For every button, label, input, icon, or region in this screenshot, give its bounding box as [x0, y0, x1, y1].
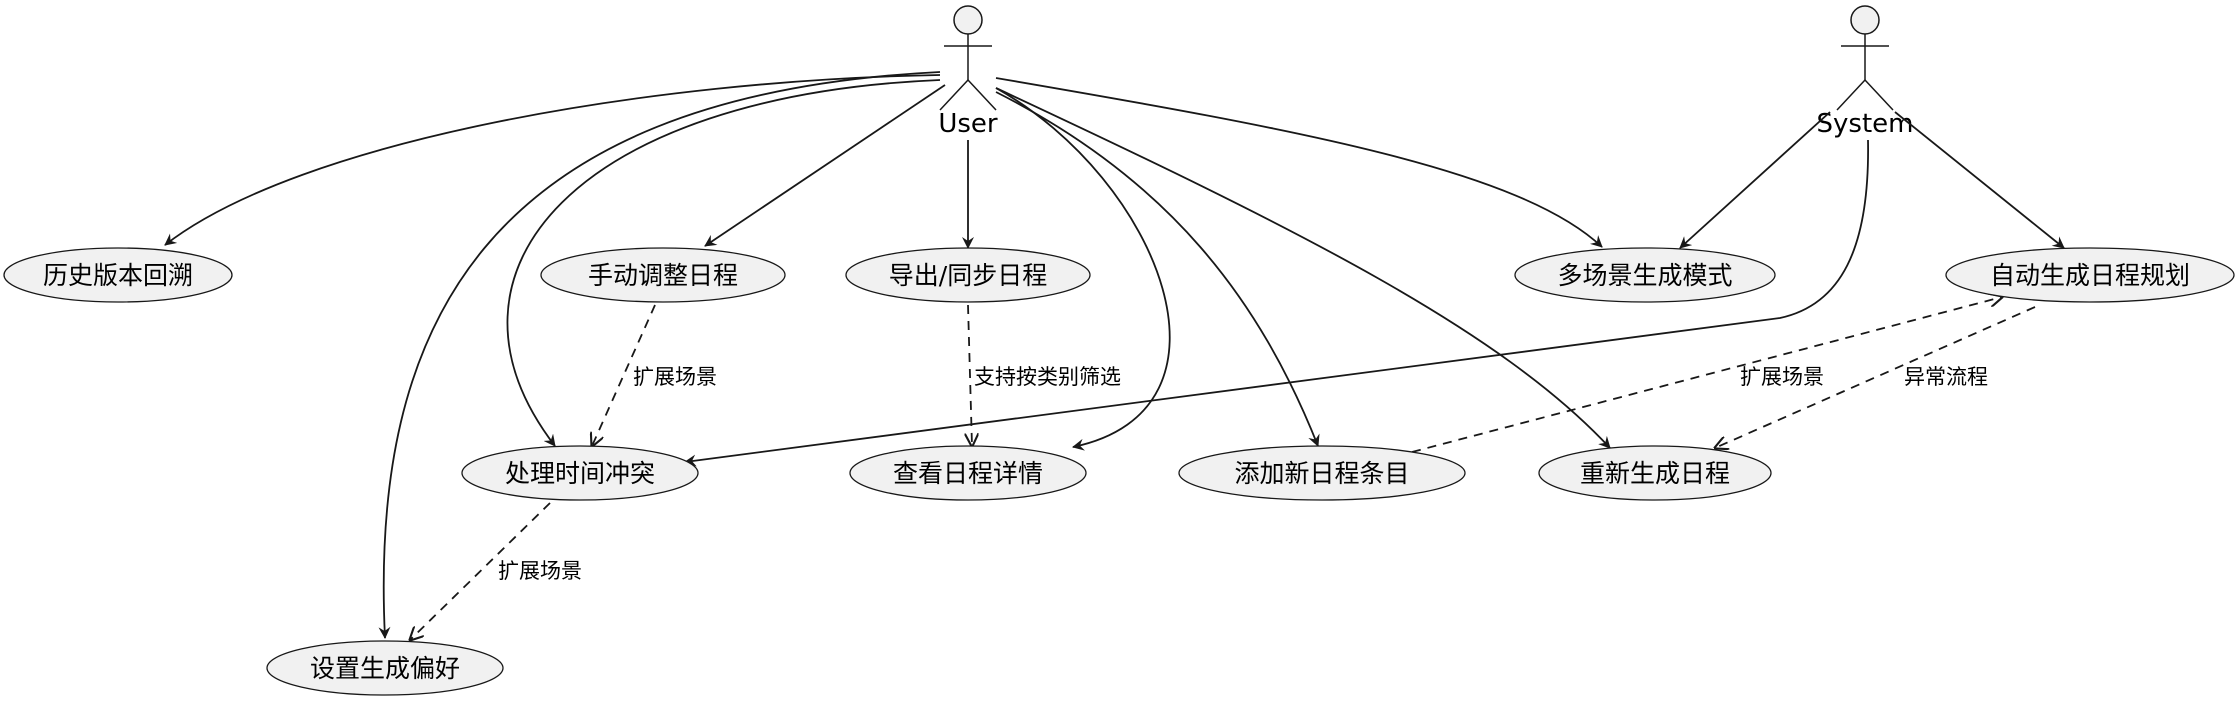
usecase-view-detail: 查看日程详情	[849, 445, 1087, 501]
usecase-conflict: 处理时间冲突	[461, 445, 699, 501]
edge-system-auto-plan	[1894, 111, 2065, 249]
svg-text:处理时间冲突: 处理时间冲突	[505, 459, 655, 488]
system-actor-label: System	[1817, 109, 1914, 139]
svg-text:查看日程详情: 查看日程详情	[893, 459, 1043, 488]
usecase-multi-scene: 多场景生成模式	[1514, 247, 1776, 303]
edge-exception-auto-regenerate	[1715, 306, 2036, 448]
edge-user-multi-scene	[995, 77, 1603, 248]
system-actor: System	[1817, 5, 1914, 139]
usecase-add-entry: 添加新日程条目	[1178, 445, 1466, 501]
edge-label-extend-1: 扩展场景	[633, 365, 717, 389]
edge-extend-conflict-preference	[410, 502, 551, 640]
svg-text:设置生成偏好: 设置生成偏好	[310, 654, 460, 683]
edge-user-regenerate	[995, 87, 1611, 449]
user-actor: User	[938, 5, 998, 139]
svg-text:添加新日程条目: 添加新日程条目	[1234, 459, 1409, 488]
edge-user-manual-adjust	[704, 84, 946, 247]
edge-system-conflict	[684, 139, 1869, 467]
edge-user-preference	[378, 71, 941, 639]
usecase-preference: 设置生成偏好	[266, 640, 504, 696]
edge-system-multi-scene	[1679, 111, 1831, 249]
edge-filter-export-view	[968, 304, 972, 446]
svg-text:历史版本回溯: 历史版本回溯	[43, 261, 193, 290]
edge-extend-manual-conflict	[592, 304, 656, 446]
usecase-history: 历史版本回溯	[3, 247, 233, 303]
usecase-export-sync: 导出/同步日程	[845, 247, 1091, 303]
edge-user-add-entry	[995, 91, 1320, 447]
usecase-auto-plan: 自动生成日程规划	[1945, 247, 2235, 303]
svg-text:自动生成日程规划: 自动生成日程规划	[1990, 261, 2190, 290]
usecase-regenerate: 重新生成日程	[1538, 445, 1772, 501]
user-actor-label: User	[938, 109, 998, 139]
edge-extend-add-auto	[1411, 297, 2002, 453]
edge-label-extend-2: 扩展场景	[1740, 365, 1824, 389]
edge-label-exception: 异常流程	[1904, 365, 1988, 389]
edge-user-history	[164, 74, 941, 246]
edge-user-conflict	[506, 79, 941, 447]
usecase-manual-adjust: 手动调整日程	[540, 247, 786, 303]
svg-text:重新生成日程: 重新生成日程	[1580, 459, 1730, 488]
edge-label-extend-3: 扩展场景	[498, 559, 582, 583]
edge-user-view-detail	[995, 87, 1171, 451]
edge-label-filter: 支持按类别筛选	[974, 365, 1121, 389]
svg-text:导出/同步日程: 导出/同步日程	[889, 261, 1047, 290]
svg-text:手动调整日程: 手动调整日程	[588, 261, 738, 290]
svg-text:多场景生成模式: 多场景生成模式	[1557, 261, 1732, 290]
